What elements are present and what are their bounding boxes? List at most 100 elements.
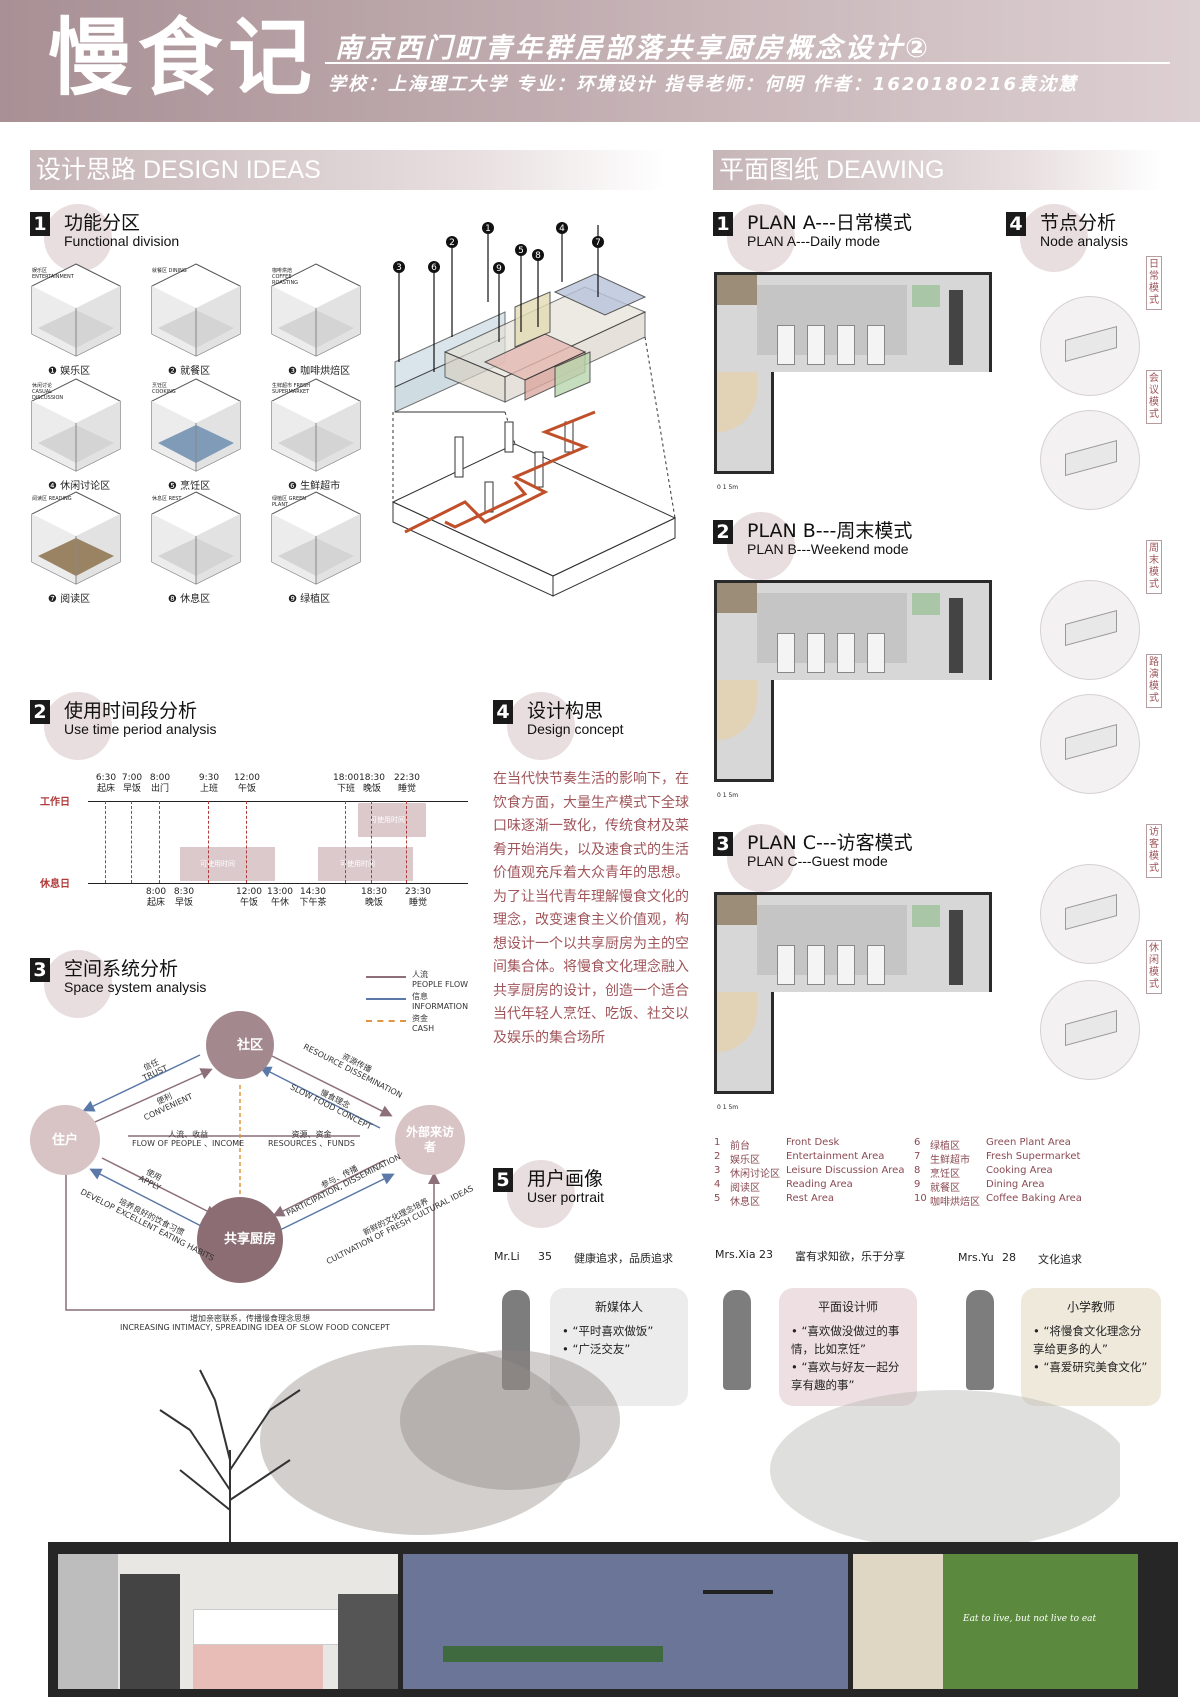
bubble-decoration bbox=[44, 204, 112, 272]
time-label: 12:00 午饭 bbox=[234, 773, 260, 794]
kitchen-island bbox=[193, 1645, 323, 1689]
plan-title-zh: PLAN A---日常模式 bbox=[747, 212, 912, 234]
plan-title-en: PLAN A---Daily mode bbox=[747, 233, 881, 249]
supermarket-shelf bbox=[949, 598, 963, 673]
cooking-counter bbox=[837, 325, 855, 365]
space-system-diagram bbox=[30, 1011, 465, 1311]
cooking-counter bbox=[807, 945, 825, 985]
node-detail bbox=[1040, 580, 1140, 680]
cooking-counter bbox=[867, 945, 885, 985]
zone-tag: 烹饪区 COOKING bbox=[152, 383, 176, 395]
zone-room-illustration bbox=[151, 263, 241, 357]
persona-name: Mrs.Yu bbox=[958, 1251, 994, 1264]
persona-age: 35 bbox=[538, 1250, 552, 1263]
persona-quote: “将慢食文化理念分享给更多的人” bbox=[1033, 1322, 1149, 1358]
header-divider bbox=[325, 62, 1170, 64]
time-label: 23:30 睡觉 bbox=[405, 887, 431, 908]
zone-tag: 休息区 REST bbox=[152, 496, 182, 502]
persona-age: 28 bbox=[1002, 1251, 1016, 1264]
axon-marker: 8 bbox=[535, 251, 541, 261]
flow-legend: 人流 PEOPLE FLOW 信息 INFORMATION 资金 CASH bbox=[366, 970, 486, 1040]
persona-role: 小学教师 bbox=[1066, 1300, 1115, 1314]
plant-zone bbox=[912, 905, 940, 927]
subhead-title-en: User portrait bbox=[527, 1189, 605, 1205]
node-furniture bbox=[1065, 440, 1117, 476]
zone-tag: 娱乐区 ENTERTAINMENT bbox=[32, 268, 74, 280]
zone-tag: 阅读区 READING bbox=[32, 496, 72, 502]
persona-figure bbox=[502, 1290, 530, 1390]
axon-marker: 5 bbox=[518, 246, 524, 256]
zone-tag: 咖啡烘焙 COFFEE ROASTING bbox=[272, 268, 299, 286]
workday-label: 工作日 bbox=[40, 797, 70, 808]
floor-plan-wing bbox=[714, 372, 774, 474]
persona-role: 新媒体人 bbox=[594, 1300, 643, 1314]
legend-people-en: PEOPLE FLOW bbox=[412, 980, 469, 989]
mode-tag: 路演模式 bbox=[1146, 654, 1162, 708]
subhead-title-en: Use time period analysis bbox=[64, 721, 217, 737]
cooking-counter bbox=[807, 325, 825, 365]
legend-en: Rest Area bbox=[786, 1193, 834, 1204]
zone-room-illustration bbox=[271, 491, 361, 585]
page-subtitle: 学校：上海理工大学 专业：环境设计 指导老师：何明 作者：1620180216袁… bbox=[328, 74, 1079, 95]
legend-info-en: INFORMATION bbox=[412, 1002, 469, 1011]
subhead-number: 3 bbox=[713, 832, 733, 856]
subhead-number: 4 bbox=[493, 700, 513, 724]
subhead-title-en: Node analysis bbox=[1040, 233, 1128, 249]
subhead-number: 1 bbox=[30, 212, 50, 236]
legend-cash-en: CASH bbox=[412, 1024, 435, 1033]
node-visitor: 外部来访者 bbox=[405, 1125, 454, 1154]
time-label: 22:30 睡觉 bbox=[394, 773, 420, 794]
scale-bar: 0 1 5m bbox=[717, 792, 739, 799]
persona-quotes: “平时喜欢做饭”“广泛交友” bbox=[562, 1322, 676, 1358]
pendant-light bbox=[703, 1590, 773, 1594]
zone-room-illustration bbox=[271, 263, 361, 357]
zone-room-illustration bbox=[31, 491, 121, 585]
legend-zh: 就餐区 bbox=[930, 1183, 960, 1194]
axon-marker: 2 bbox=[449, 238, 455, 248]
cooking-counter bbox=[807, 633, 825, 673]
leisure-zone bbox=[717, 372, 757, 432]
subhead-title-zh: 空间系统分析 bbox=[64, 958, 179, 980]
legend-zh: 烹饪区 bbox=[930, 1169, 960, 1180]
legend-en: Reading Area bbox=[786, 1179, 853, 1190]
restday-label: 休息日 bbox=[40, 879, 70, 890]
time-label: 18:30 晚饭 bbox=[359, 773, 385, 794]
axon-marker: 9 bbox=[496, 264, 502, 274]
mode-tag: 周末模式 bbox=[1146, 540, 1162, 594]
zone-room-illustration bbox=[31, 263, 121, 357]
reading-zone bbox=[717, 895, 757, 925]
scale-bar: 0 1 5m bbox=[717, 1104, 739, 1111]
legend-number: 5 bbox=[714, 1193, 721, 1204]
planter bbox=[443, 1646, 663, 1662]
supermarket-shelf bbox=[949, 290, 963, 365]
persona-quote: “平时喜欢做饭” bbox=[562, 1322, 676, 1340]
bubble-decoration bbox=[507, 1160, 575, 1228]
time-marker bbox=[105, 801, 106, 883]
persona-card: 小学教师“将慢食文化理念分享给更多的人”“喜爱研究美食文化” bbox=[1021, 1288, 1161, 1406]
available-block bbox=[180, 847, 275, 881]
zone-label: ❾ 绿植区 bbox=[288, 594, 331, 605]
legend-zh: 绿植区 bbox=[930, 1141, 960, 1152]
legend-cash-zh: 资金 bbox=[412, 1014, 428, 1023]
node-furniture bbox=[1065, 326, 1117, 362]
fridge bbox=[338, 1594, 398, 1689]
legend-swatch-cash bbox=[366, 1020, 406, 1022]
concept-text: 在当代快节奏生活的影响下，在饮食方面，大量生产模式下全球口味逐渐一致化，传统食材… bbox=[493, 771, 689, 1046]
available-block bbox=[358, 803, 426, 837]
legend-en: Cooking Area bbox=[986, 1165, 1053, 1176]
legend-people-zh: 人流 bbox=[412, 970, 428, 979]
zone-label: ❺ 烹饪区 bbox=[168, 481, 211, 492]
legend-number: 1 bbox=[714, 1137, 721, 1148]
subhead-number: 1 bbox=[713, 212, 733, 236]
available-block bbox=[318, 847, 413, 881]
section-design-ideas: 设计思路 DESIGN IDEAS bbox=[30, 150, 665, 190]
legend-number: 4 bbox=[714, 1179, 721, 1190]
node-detail bbox=[1040, 864, 1140, 964]
mode-tag: 访客模式 bbox=[1146, 824, 1162, 878]
persona-motto: 健康追求，品质追求 bbox=[574, 1252, 673, 1265]
